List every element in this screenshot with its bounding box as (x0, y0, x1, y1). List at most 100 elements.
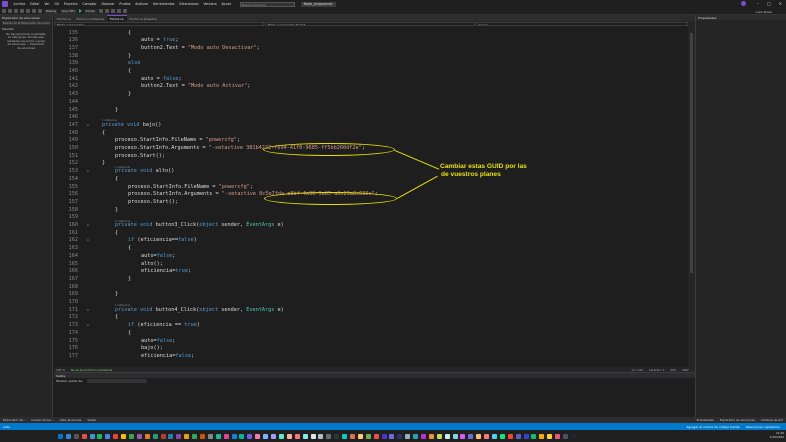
select-repo-button[interactable]: Seleccionar repositorio (745, 424, 780, 429)
tab-document[interactable]: Form1.cs [Diseño] (129, 16, 157, 21)
reference-codelens[interactable]: 1 referencia (115, 219, 131, 223)
code-line[interactable]: 144 (54, 99, 688, 107)
taskbar-app-icon[interactable] (468, 433, 474, 439)
taskbar-app-icon[interactable] (255, 433, 261, 439)
taskbar-app-icon[interactable] (318, 433, 324, 439)
tab-toolbox[interactable]: Cuadro de her... (31, 418, 54, 422)
taskbar-app-icon[interactable] (555, 433, 561, 439)
taskbar-app-icon[interactable] (286, 433, 292, 439)
taskbar-app-icon[interactable] (365, 433, 371, 439)
tab-error-list[interactable]: Lista de errores (59, 418, 82, 422)
live-share-button[interactable]: Live Share (756, 9, 772, 14)
taskbar-app-icon[interactable] (326, 433, 332, 439)
taskbar-app-icon[interactable] (89, 433, 95, 439)
taskbar-app-icon[interactable] (570, 433, 576, 439)
panel-search-input[interactable]: Buscar en el Explorador de soluciones (C… (2, 21, 50, 25)
taskbar-app-icon[interactable] (247, 433, 253, 439)
taskbar-app-icon[interactable] (58, 433, 63, 439)
taskbar-app-icon[interactable] (547, 433, 553, 439)
code-line[interactable]: 173⊟if (eficiencia == true) (54, 322, 688, 330)
taskbar-app-icon[interactable] (428, 433, 434, 439)
menu-item[interactable]: Archivo (13, 2, 26, 6)
reference-codelens[interactable]: 1 referencia (115, 304, 131, 308)
taskbar-app-icon[interactable] (507, 433, 513, 439)
code-line[interactable]: 172{ (54, 314, 688, 322)
taskbar-app-icon[interactable] (160, 433, 166, 439)
code-line[interactable]: 161{ (54, 230, 688, 238)
taskbar-app-icon[interactable] (491, 433, 497, 439)
forward-icon[interactable] (8, 9, 12, 13)
taskbar-app-icon[interactable] (349, 433, 355, 439)
taskbar-app-icon[interactable] (452, 433, 458, 439)
zoom-level[interactable]: 100 % (56, 367, 65, 372)
taskbar-app-icon[interactable] (192, 433, 198, 439)
code-line[interactable]: 167} (54, 276, 688, 284)
taskbar-app-icon[interactable] (176, 433, 182, 439)
code-line[interactable]: 171⊟private void button4_Click(object se… (54, 307, 688, 315)
taskbar-app-icon[interactable] (499, 433, 505, 439)
class-dropdown[interactable]: Modo_pcrgaocmin.Form1 (265, 21, 475, 26)
taskbar-app-icon[interactable] (381, 433, 387, 439)
taskbar-app-icon[interactable] (136, 433, 142, 439)
code-line[interactable]: 145} (54, 107, 688, 115)
bookmark-icon[interactable] (110, 9, 115, 13)
taskbar-app-icon[interactable] (523, 433, 529, 439)
taskbar-app-icon[interactable] (113, 433, 119, 439)
tab-git-changes[interactable]: Cambios de GIT (760, 418, 783, 422)
code-line[interactable]: 138} (54, 53, 688, 61)
taskbar-app-icon[interactable] (334, 433, 340, 439)
taskbar-app-icon[interactable] (397, 433, 403, 439)
source-control-button[interactable]: Agregar al control de código fuente (686, 424, 740, 429)
code-line[interactable]: 140{ (54, 68, 688, 76)
code-line[interactable]: 174{ (54, 330, 688, 338)
taskbar-app-icon[interactable] (239, 433, 245, 439)
menu-item[interactable]: Analizar (135, 2, 149, 6)
account-avatar[interactable] (741, 1, 746, 6)
collapse-icon[interactable]: ⊟ (87, 323, 89, 328)
taskbar-app-icon[interactable] (271, 433, 277, 439)
save-all-icon[interactable] (26, 9, 30, 13)
close-icon[interactable]: ✕ (778, 1, 782, 6)
code-line[interactable]: 148{ (54, 130, 688, 138)
taskbar-app-icon[interactable] (342, 433, 348, 439)
tab-document[interactable]: Form1.cs [Diseño] (76, 16, 104, 21)
code-line[interactable]: 170 (54, 299, 688, 307)
code-line[interactable]: 135{ (54, 30, 688, 38)
taskbar-app-icon[interactable] (200, 433, 206, 439)
search-input[interactable]: Buscar (Ctrl+Q) (239, 1, 295, 7)
maximize-icon[interactable]: □ (766, 1, 771, 6)
taskbar-app-icon[interactable] (484, 433, 490, 439)
menu-item[interactable]: Editar (30, 2, 40, 6)
collapse-icon[interactable]: ⊟ (87, 169, 89, 174)
code-line[interactable]: 159 (54, 214, 688, 222)
project-dropdown[interactable]: Modo_pcrgaocmin (54, 21, 264, 26)
taskbar-app-icon[interactable] (231, 433, 237, 439)
taskbar-app-icon[interactable] (405, 433, 411, 439)
taskbar-app-icon[interactable] (223, 433, 229, 439)
menu-item[interactable]: Extensiones (179, 2, 199, 6)
taskbar-app-icon[interactable] (278, 433, 284, 439)
back-icon[interactable] (2, 9, 6, 13)
taskbar-app-icon[interactable] (294, 433, 300, 439)
taskbar-app-icon[interactable] (476, 433, 482, 439)
platform-dropdown[interactable]: Any CPU (59, 8, 77, 14)
tab-output[interactable]: Salida (87, 418, 96, 422)
code-line[interactable]: 152} (54, 160, 688, 168)
tab-document[interactable]: Form1.cs (106, 15, 127, 21)
save-icon[interactable] (20, 9, 24, 13)
taskbar-app-icon[interactable] (97, 433, 103, 439)
tab-document[interactable]: Form1.cs (57, 16, 71, 21)
reference-codelens[interactable]: 1 referencia (102, 119, 118, 123)
tree-item-solution[interactable]: Solución (2, 26, 14, 31)
code-line[interactable]: 158} (54, 207, 688, 215)
taskbar-app-icon[interactable] (65, 433, 71, 439)
taskbar-app-icon[interactable] (302, 433, 308, 439)
